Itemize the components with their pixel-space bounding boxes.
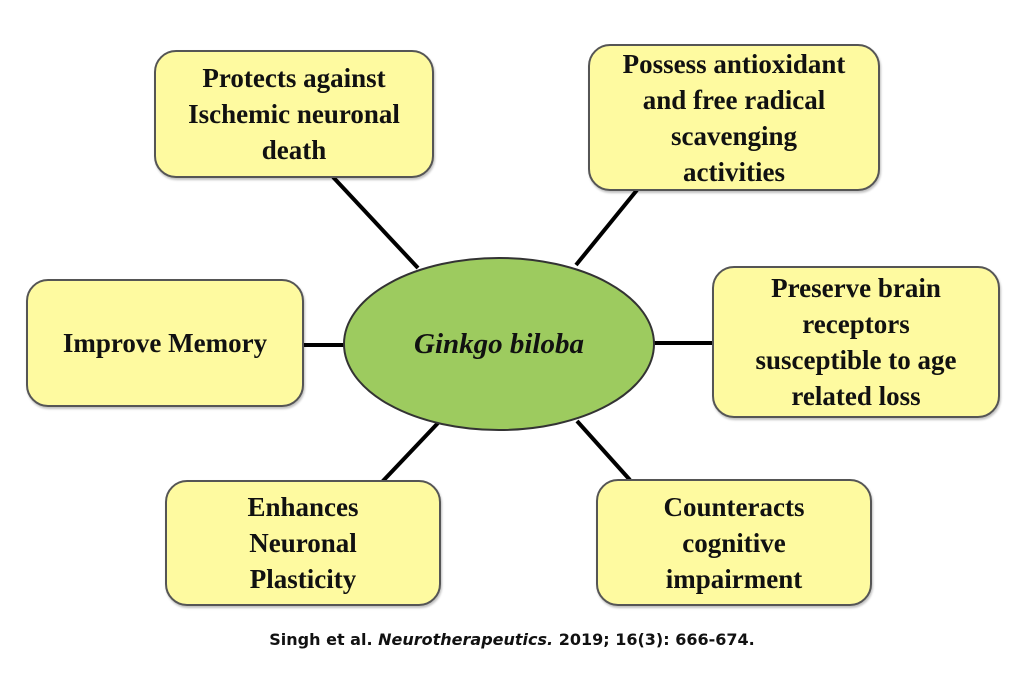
connector-plasticity — [380, 421, 440, 484]
center-label: Ginkgo biloba — [414, 327, 584, 360]
node-ischemic: Protects against Ischemic neuronal death — [154, 50, 434, 178]
citation: Singh et al. Neurotherapeutics. 2019; 16… — [0, 630, 1024, 649]
node-receptors: Preserve brain receptors susceptible to … — [712, 266, 1000, 418]
citation-details: 2019; 16(3): 666-674. — [558, 630, 755, 649]
connector-antioxidant — [574, 188, 639, 267]
node-cognitive: Counteracts cognitive impairment — [596, 479, 872, 606]
node-memory: Improve Memory — [26, 279, 304, 407]
node-plasticity: Enhances Neuronal Plasticity — [165, 480, 441, 606]
citation-authors: Singh et al. — [269, 630, 373, 649]
center-ellipse — [343, 257, 655, 431]
connector-cognitive — [575, 419, 632, 482]
connector-ischemic — [331, 175, 420, 270]
node-antioxidant: Possess antioxidant and free radical sca… — [588, 44, 880, 191]
citation-journal: Neurotherapeutics. — [378, 630, 554, 649]
